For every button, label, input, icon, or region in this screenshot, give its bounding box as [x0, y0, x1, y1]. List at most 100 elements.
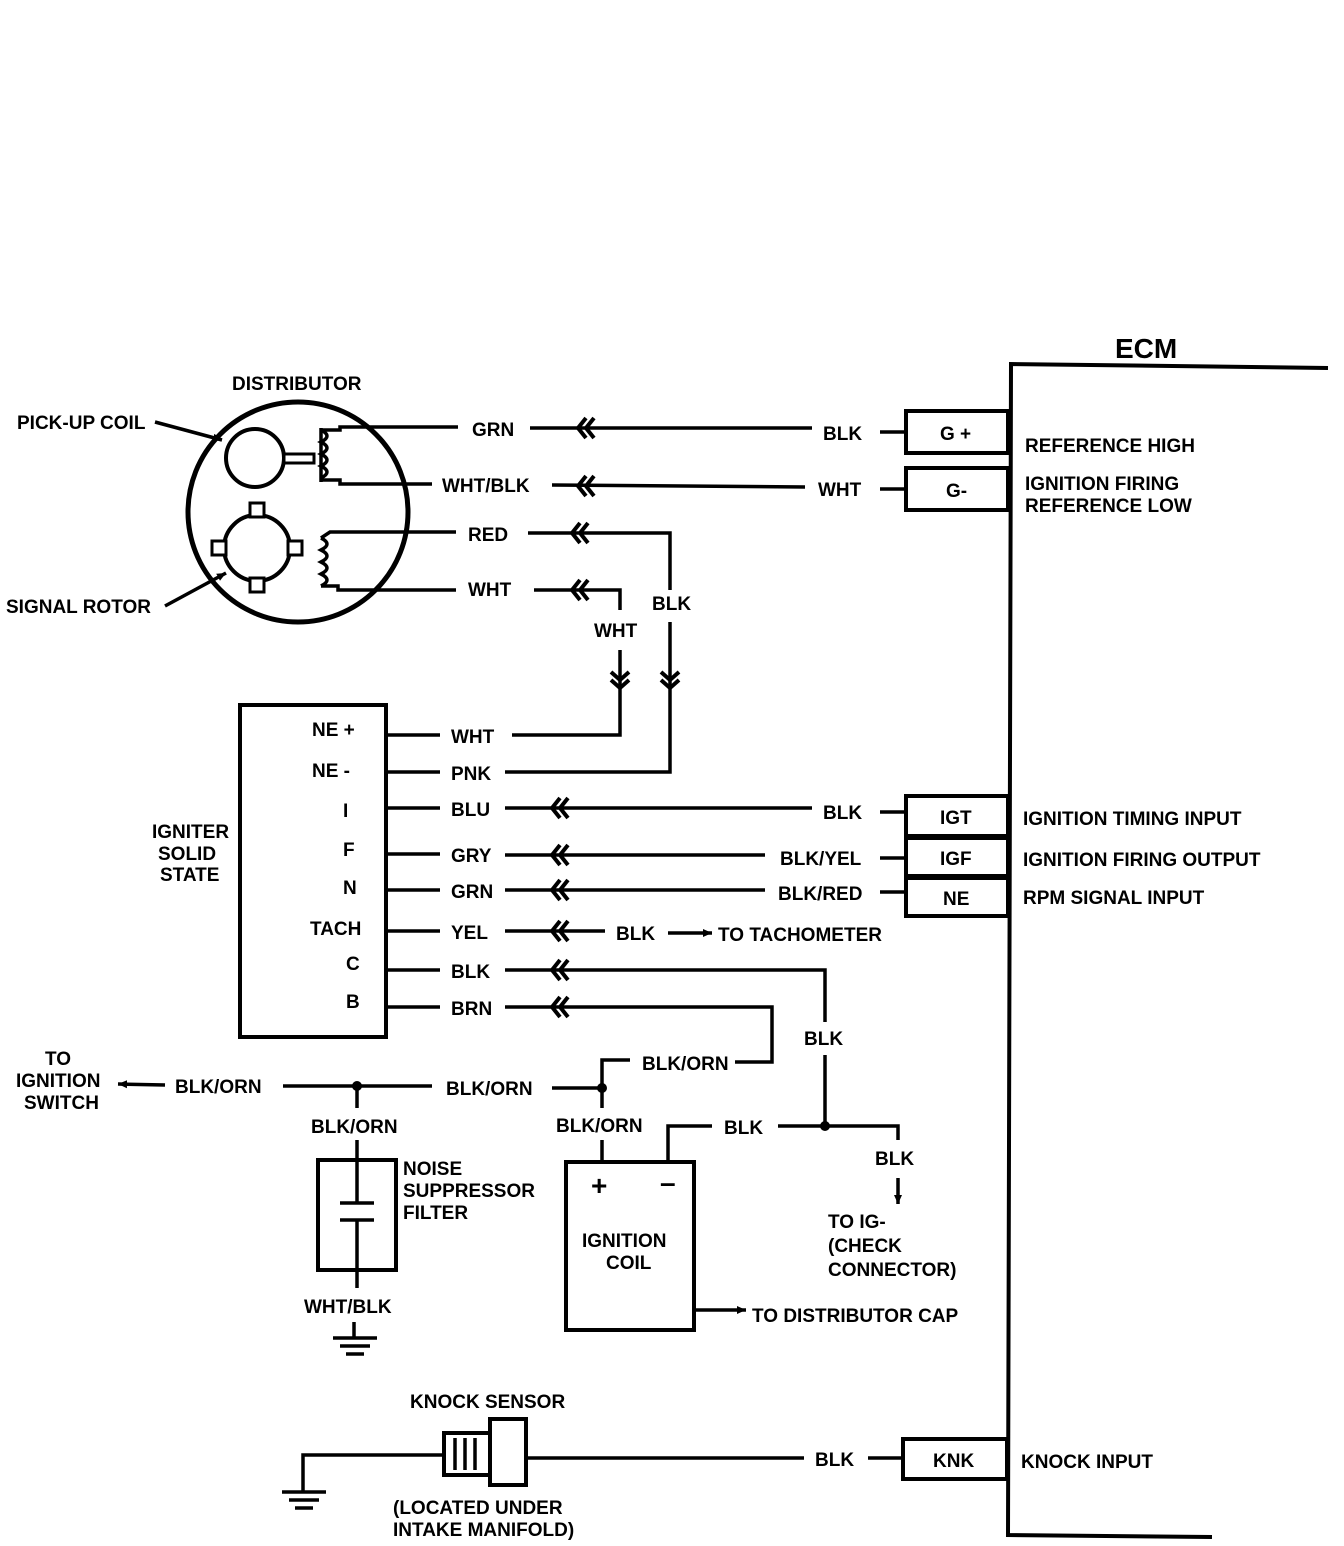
- ground-icon: [282, 1490, 326, 1510]
- igniter-pin-i: I: [343, 801, 348, 822]
- distributor-title: DISTRIBUTOR: [232, 374, 362, 395]
- igniter-box: [238, 703, 388, 1039]
- ignition-coil-box: [564, 1160, 696, 1332]
- noise-suppressor-filter: BLK/ORN NOISE SUPPRESSOR FILTER WHT/BLK: [304, 1117, 535, 1356]
- wire-label-wht-vertical: WHT: [594, 621, 638, 642]
- wire-label-f: GRY: [451, 846, 492, 867]
- pickup-coil-winding-top: [317, 428, 329, 480]
- ecm-terminal-ne-label: NE: [943, 889, 969, 910]
- wire-label-blkorn-coil: BLK/ORN: [556, 1116, 643, 1137]
- ecm-ignition-timing-input-label: IGNITION TIMING INPUT: [1023, 809, 1242, 830]
- wire-label-check-blk: BLK: [875, 1149, 914, 1170]
- to-check-2: (CHECK: [828, 1236, 902, 1257]
- wire-label-wht-gminus: WHT: [818, 480, 862, 501]
- signal-rotor-label: SIGNAL ROTOR: [6, 597, 151, 618]
- wire-label-tach-blk: BLK: [616, 924, 655, 945]
- ignition-switch-feed: TO IGNITION SWITCH BLK/ORN BLK/ORN: [16, 1049, 607, 1114]
- igniter-title-3: STATE: [160, 865, 219, 886]
- igniter-pin-c: C: [346, 954, 360, 975]
- ecm-reference-high-label: REFERENCE HIGH: [1025, 436, 1195, 457]
- wire-label-c-blk-down: BLK: [804, 1029, 843, 1050]
- coil-plus-terminal: +: [591, 1170, 607, 1201]
- capacitor-icon: [340, 1160, 374, 1270]
- to-ignition-switch-2: IGNITION: [16, 1071, 100, 1092]
- knock-sensor: KNOCK SENSOR BLK (LOCATED UNDER INTAKE M…: [282, 1392, 903, 1541]
- wire-label-coil-neg-blk: BLK: [724, 1118, 763, 1139]
- distributor-grn-lead: [321, 425, 458, 432]
- pickup-coil-label: PICK-UP COIL: [17, 413, 146, 434]
- igniter-title-1: IGNITER: [152, 822, 229, 843]
- coil-label-2: COIL: [606, 1253, 652, 1274]
- wire-label-blkorn-b: BLK/ORN: [642, 1054, 729, 1075]
- wire-label-blkorn-left: BLK/ORN: [175, 1077, 262, 1098]
- wire-label-tach: YEL: [451, 923, 488, 944]
- pickup-coil-winding-bottom: [317, 536, 329, 588]
- wire-label-whtblk: WHT/BLK: [442, 476, 530, 497]
- ecm-ignition-firing-output-label: IGNITION FIRING OUTPUT: [1023, 850, 1261, 871]
- ecm-block: ECM G + REFERENCE HIGH G- IGNITION FIRIN…: [901, 333, 1329, 1539]
- wire-label-ne-minus: PNK: [451, 764, 491, 785]
- igniter-pin-b: B: [346, 992, 360, 1013]
- filter-label-3: FILTER: [403, 1203, 468, 1224]
- filter-label-2: SUPPRESSOR: [403, 1181, 535, 1202]
- igniter-title-2: SOLID: [158, 844, 216, 865]
- knock-sensor-body: [488, 1417, 528, 1487]
- reference-wires: GRN BLK WHT/BLK WHT RED BLK WHT WHT: [442, 416, 906, 774]
- igniter-ecm-wires: BLK BLK/YEL BLK/RED BLK TO TACHOMETER BL…: [505, 796, 906, 1126]
- igniter-pin-ne-plus: NE +: [312, 720, 355, 741]
- pickup-coil-magnet: [224, 427, 286, 489]
- ignition-coil: BLK/ORN + – IGNITION COIL BLK BLK TO IG-…: [556, 1116, 959, 1332]
- ecm-outline: [1005, 361, 1329, 1539]
- ecm-terminal-g-plus-label: G +: [940, 424, 971, 445]
- igniter-pin-tach: TACH: [310, 919, 361, 940]
- coil-label-1: IGNITION: [582, 1231, 666, 1252]
- wire-label-i: BLU: [451, 800, 490, 821]
- to-ignition-switch-1: TO: [45, 1049, 71, 1070]
- to-ignition-switch-3: SWITCH: [24, 1093, 99, 1114]
- ecm-ignition-firing-label: IGNITION FIRING: [1025, 474, 1179, 495]
- wire-label-ne-plus: WHT: [451, 727, 495, 748]
- filter-label-1: NOISE: [403, 1159, 462, 1180]
- ecm-terminal-g-minus-label: G-: [946, 481, 967, 502]
- to-check-3: CONNECTOR): [828, 1260, 956, 1281]
- to-tachometer-label: TO TACHOMETER: [718, 925, 882, 946]
- wire-label-blk-igt: BLK: [823, 803, 862, 824]
- wire-label-blkred-ne: BLK/RED: [778, 884, 862, 905]
- ecm-terminal-ne: [904, 876, 1010, 918]
- ecm-terminal-g-minus: [904, 466, 1010, 512]
- ecm-rpm-signal-input-label: RPM SIGNAL INPUT: [1023, 888, 1205, 909]
- ecm-terminal-knk-label: KNK: [933, 1451, 974, 1472]
- ecm-knock-input-label: KNOCK INPUT: [1021, 1452, 1153, 1473]
- signal-rotor: [222, 513, 292, 583]
- wire-label-blkorn-main: BLK/ORN: [446, 1079, 533, 1100]
- ecm-terminal-igf-label: IGF: [940, 849, 972, 870]
- knock-note-1: (LOCATED UNDER: [393, 1498, 563, 1519]
- ecm-terminal-igt-label: IGT: [940, 808, 972, 829]
- ecm-reference-low-label: REFERENCE LOW: [1025, 496, 1192, 517]
- igniter-pin-ne-minus: NE -: [312, 761, 350, 782]
- igniter-module: IGNITER SOLID STATE NE + NE - I F N TACH…: [152, 703, 495, 1039]
- to-distributor-cap-label: TO DISTRIBUTOR CAP: [752, 1306, 959, 1327]
- wire-label-grn: GRN: [472, 420, 514, 441]
- ground-icon: [333, 1322, 377, 1356]
- igniter-pin-n: N: [343, 878, 357, 899]
- wire-label-red: RED: [468, 525, 508, 546]
- distributor-wht-lead: [321, 584, 456, 592]
- wire-label-blkorn-filter: BLK/ORN: [311, 1117, 398, 1138]
- wire-label-knock-blk: BLK: [815, 1450, 854, 1471]
- knock-note-2: INTAKE MANIFOLD): [393, 1520, 574, 1541]
- wire-label-blk-gplus: BLK: [823, 424, 862, 445]
- splice-dot: [820, 1121, 830, 1131]
- knock-sensor-thread: [442, 1431, 492, 1477]
- igniter-pin-f: F: [343, 840, 355, 861]
- pickup-coil-core: [282, 452, 316, 465]
- distributor: DISTRIBUTOR PICK-UP COIL SIGNAL ROTOR: [6, 374, 458, 625]
- ecm-title: ECM: [1115, 333, 1177, 364]
- wire-label-blk-vertical: BLK: [652, 594, 691, 615]
- wire-label-n: GRN: [451, 882, 493, 903]
- wire-label-c: BLK: [451, 962, 490, 983]
- wire-label-wht: WHT: [468, 580, 512, 601]
- distributor-red-lead: [320, 530, 456, 540]
- knock-sensor-title: KNOCK SENSOR: [410, 1392, 565, 1413]
